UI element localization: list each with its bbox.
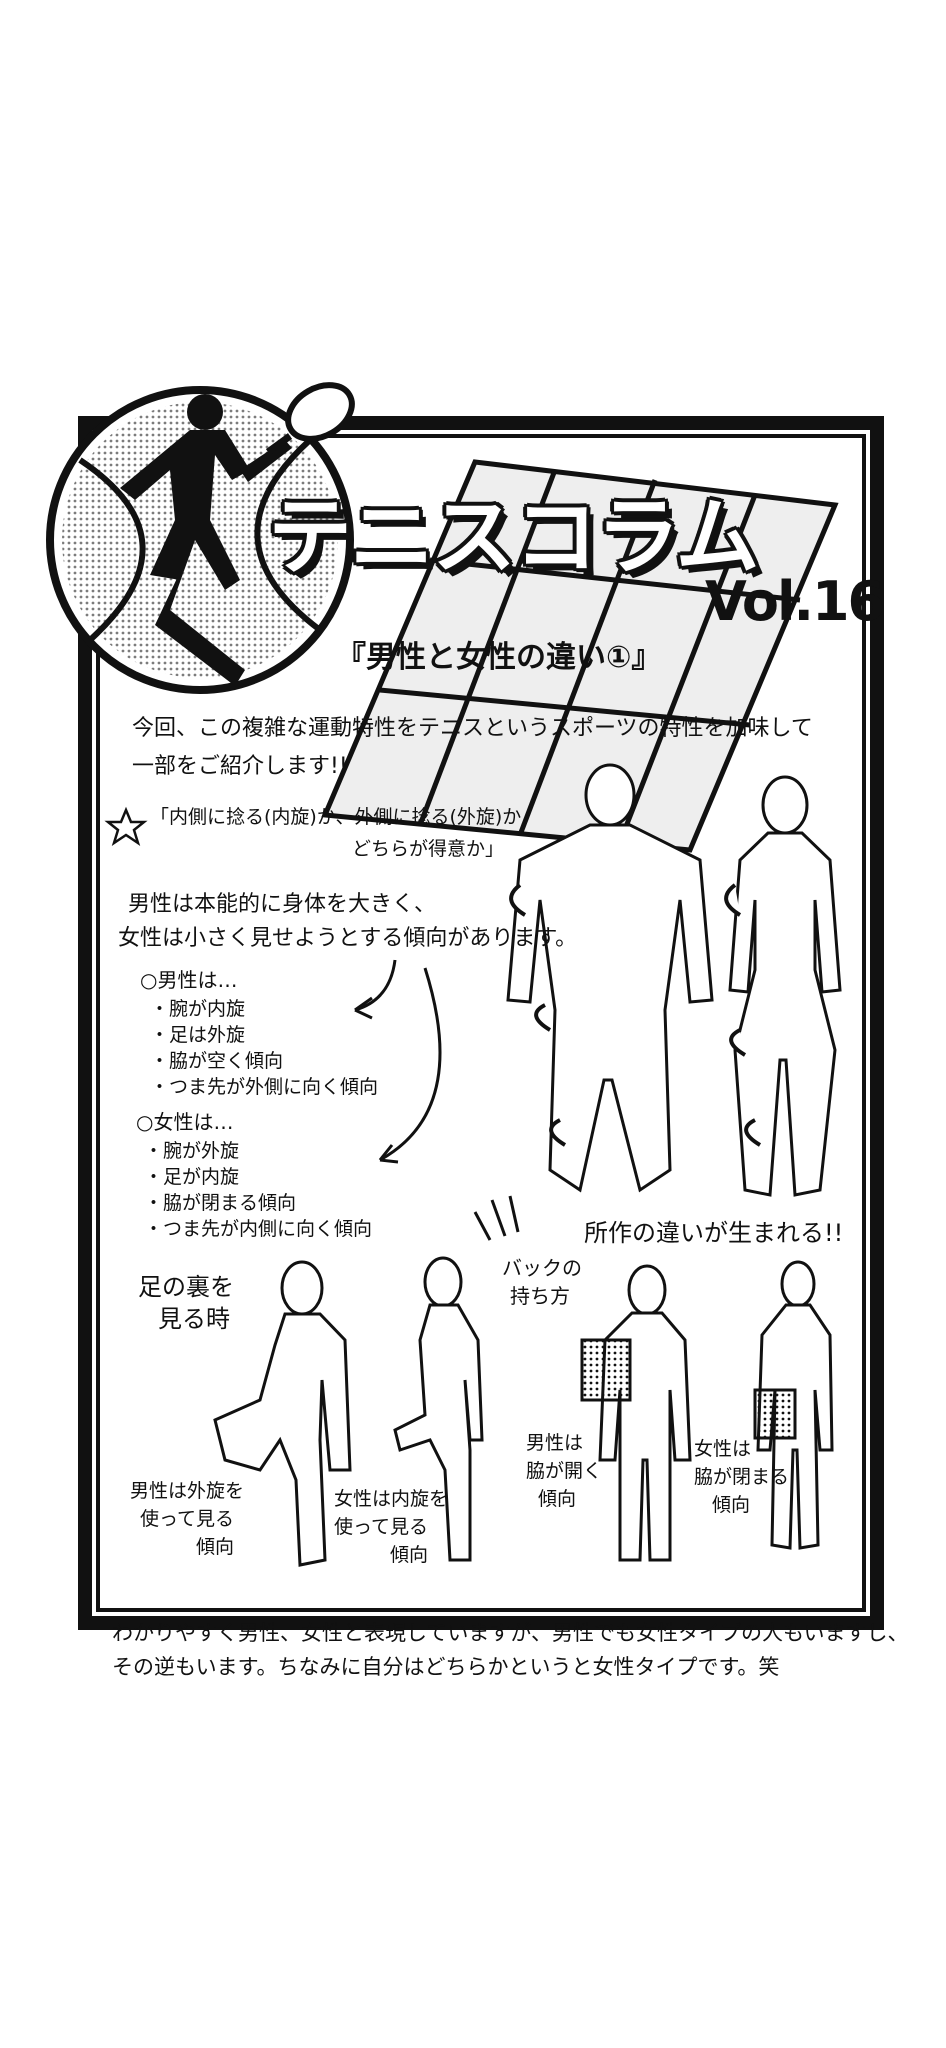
- scene-bag-title-2: 持ち方: [510, 1284, 570, 1308]
- page-title: テニスコラム: [268, 488, 759, 586]
- footer-note-line-2: その逆もいます。ちなみに自分はどちらかというと女性タイプです。笑: [112, 1655, 780, 1679]
- intro-line-2: 一部をご紹介します!!: [132, 754, 348, 779]
- scene-sole-male-figure: [213, 1260, 352, 1567]
- male-item: ・つま先が外側に向く傾向: [150, 1076, 379, 1098]
- scene-sole-title-2: 見る時: [158, 1305, 230, 1333]
- panel-inner-border: [96, 434, 866, 1612]
- tennis-racket-icon: [265, 382, 355, 455]
- question-line-2: どちらが得意か」: [352, 838, 505, 860]
- male-item: ・足は外旋: [150, 1024, 246, 1046]
- scene-sole-female-2: 使って見る: [334, 1516, 429, 1538]
- scene-sole-female-figure: [393, 1256, 484, 1562]
- scene-bag-male-2: 脇が開く: [526, 1460, 603, 1482]
- scene-sole-male-2: 使って見る: [140, 1508, 235, 1530]
- scene-bag-female-1: 女性は: [694, 1438, 752, 1460]
- female-body-figure: [724, 775, 842, 1197]
- scene-sole-female-1: 女性は内旋を: [334, 1488, 449, 1510]
- male-heading: ○男性は…: [140, 968, 238, 992]
- female-item: ・足が内旋: [144, 1166, 240, 1188]
- scene-bag-title-1: バックの: [502, 1256, 582, 1280]
- intro-line-1: 今回、この複雑な運動特性をテニスというスポーツの特性を加味して: [132, 716, 813, 741]
- scene-sole-title-1: 足の裏を: [138, 1273, 234, 1301]
- scene-bag-male-1: 男性は: [526, 1432, 584, 1454]
- female-item: ・腕が外旋: [144, 1140, 240, 1162]
- scene-bag-male-figure: [580, 1264, 692, 1562]
- scene-bag-male-3: 傾向: [538, 1488, 577, 1510]
- scene-bag-female-figure: [753, 1260, 834, 1550]
- scene-bag-female-2: 脇が閉まる: [694, 1466, 790, 1488]
- female-item: ・つま先が内側に向く傾向: [144, 1218, 373, 1240]
- male-item: ・腕が内旋: [150, 998, 246, 1020]
- curved-arrow-icon: [354, 959, 442, 1164]
- scene-sole-female-3: 傾向: [390, 1544, 429, 1566]
- scene-bag-female-3: 傾向: [712, 1494, 751, 1516]
- footer-note-line-1: わかりやすく男性、女性と表現していますが、男性でも女性タイプの人もいますし、: [112, 1621, 909, 1645]
- column-subtitle: 『男性と女性の違い①』: [336, 640, 662, 675]
- tendency-line-1: 男性は本能的に身体を大きく、: [128, 892, 437, 917]
- question-line-1: 「内側に捻る(内旋)か、外側に捻る(外旋)か: [150, 806, 522, 828]
- male-body-figure: [506, 763, 714, 1193]
- scene-sole-male-3: 傾向: [196, 1536, 235, 1558]
- scene-sole-male-1: 男性は外旋を: [130, 1480, 245, 1502]
- tendency-line-2: 女性は小さく見せようとする傾向があります。: [118, 926, 578, 951]
- male-item: ・脇が空く傾向: [150, 1050, 284, 1072]
- difference-callout: 所作の違いが生まれる!!: [584, 1219, 844, 1247]
- star-icon: [104, 806, 148, 846]
- emphasis-lines-icon: [473, 1195, 520, 1241]
- female-item: ・脇が閉まる傾向: [144, 1192, 297, 1214]
- tennis-player-silhouette-icon: [120, 394, 292, 686]
- volume-number: Vol.16: [705, 570, 885, 633]
- female-heading: ○女性は…: [136, 1110, 234, 1134]
- tennis-court-graphic: [321, 459, 839, 853]
